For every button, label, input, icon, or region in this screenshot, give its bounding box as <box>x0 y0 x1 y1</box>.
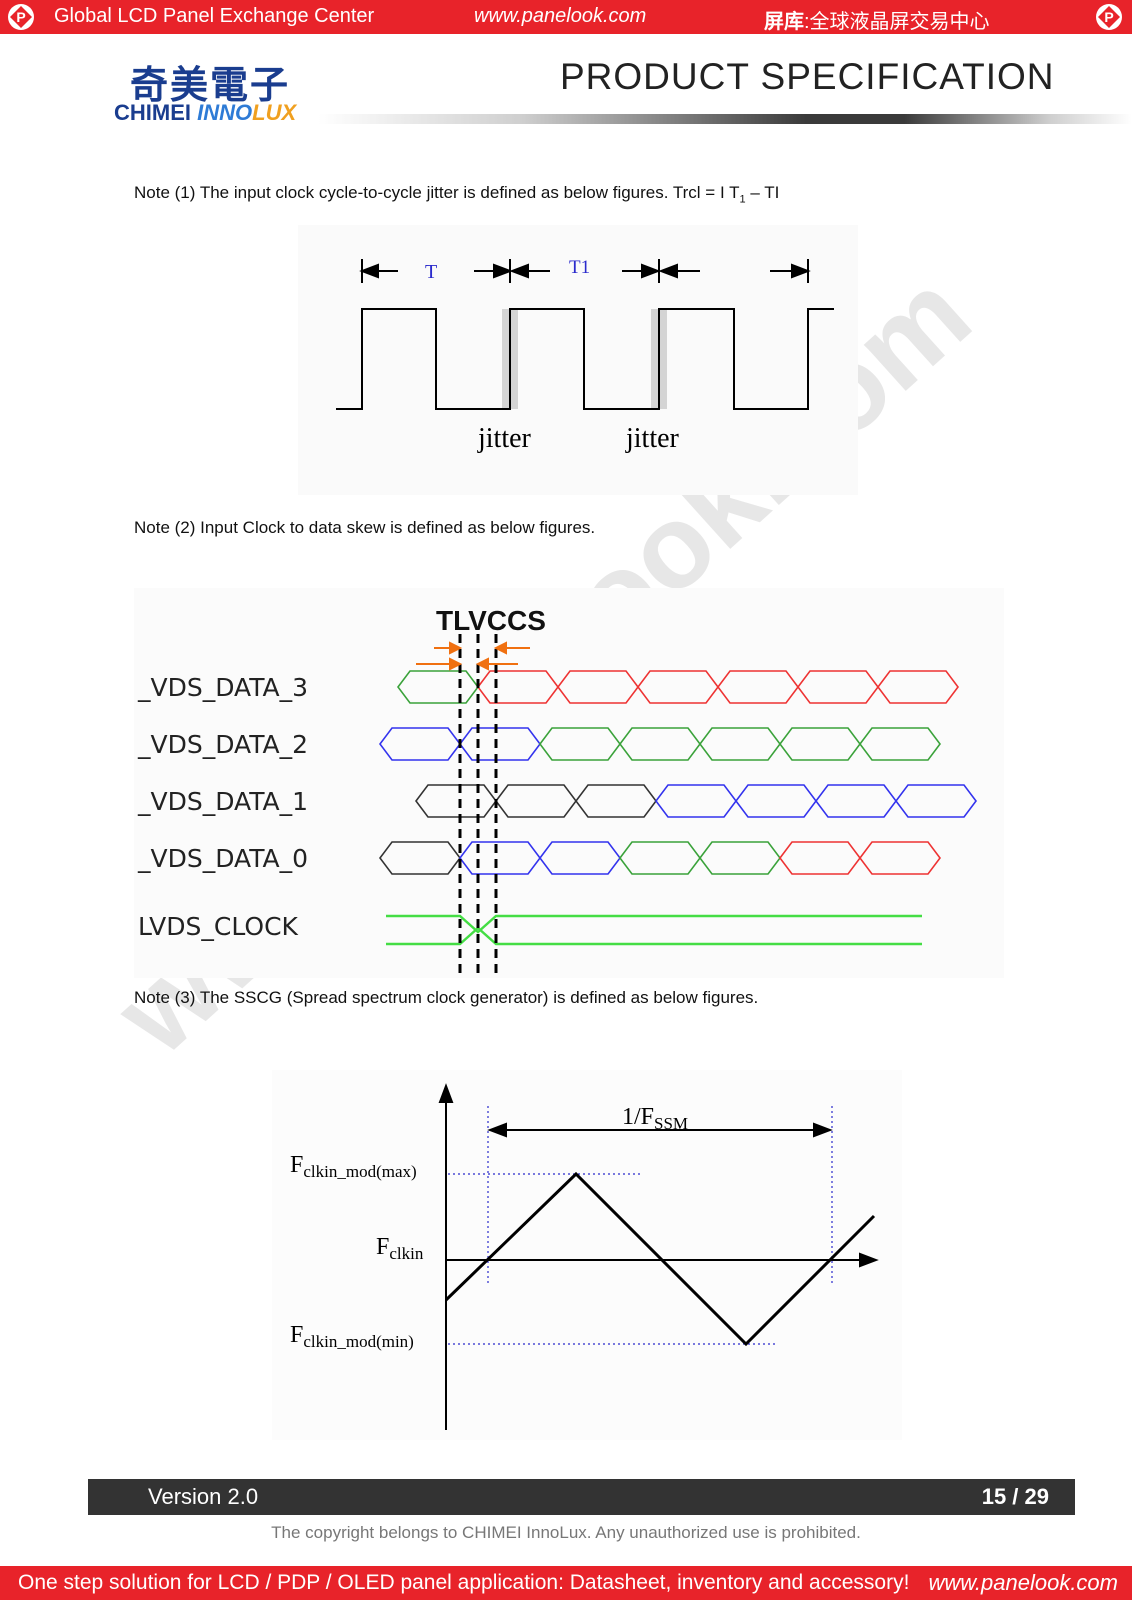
jitter-figure: T T1 jitter jitter <box>298 225 858 495</box>
svg-text:P: P <box>1104 9 1113 25</box>
fmin-label: Fclkin_mod(min) <box>290 1322 414 1351</box>
document-title: PRODUCT SPECIFICATION <box>560 56 1055 97</box>
brand-part-lux: LUX <box>252 100 297 125</box>
fmin-sub: clkin_mod(min) <box>303 1332 413 1351</box>
skew-markers <box>458 634 498 978</box>
brand-logo-english: CHIMEI INNOLUX <box>114 100 296 126</box>
banner-right-bold: 屏库 <box>764 11 804 33</box>
fclk-sub: clkin <box>389 1244 423 1263</box>
clock-line-high <box>386 914 922 934</box>
signal-label-1: _VDS_DATA_2 <box>137 730 308 759</box>
sscg-axes <box>438 1083 879 1430</box>
data-eye-2-6 <box>895 784 977 818</box>
fmax-sub: clkin_mod(max) <box>303 1162 416 1181</box>
period-t1-label: T1 <box>569 257 590 278</box>
bottom-banner: One step solution for LCD / PDP / OLED p… <box>0 1566 1132 1600</box>
data-eye-3-6 <box>859 841 941 875</box>
period-t-label: T <box>425 261 437 283</box>
sscg-period-main: 1/F <box>622 1104 654 1130</box>
banner-left-text: Global LCD Panel Exchange Center <box>54 5 375 27</box>
skew-arrows <box>416 641 530 671</box>
banner-right-text: 屏库:全球液晶屏交易中心 <box>764 5 990 34</box>
data-eye-1-6 <box>859 727 941 761</box>
sscg-guides <box>448 1106 833 1345</box>
note-1-subscript: 1 <box>739 193 746 206</box>
period-t1-dimension <box>509 259 811 283</box>
sscg-period-label: 1/FSSM <box>622 1104 688 1133</box>
bottom-banner-text: One step solution for LCD / PDP / OLED p… <box>18 1571 910 1594</box>
svg-text:P: P <box>16 9 25 25</box>
note-2: Note (2) Input Clock to data skew is def… <box>134 518 596 537</box>
version-label: Version 2.0 <box>148 1484 259 1509</box>
panelook-logo-icon: P <box>8 4 34 30</box>
period-t-dimension <box>359 259 513 283</box>
copyright-notice: The copyright belongs to CHIMEI InnoLux.… <box>271 1523 861 1542</box>
fclk-label: Fclkin <box>376 1234 424 1263</box>
brand-part-chimei: CHIMEI <box>114 100 198 125</box>
skew-figure-bg <box>134 588 1004 978</box>
sscg-figure-bg <box>272 1070 902 1440</box>
note-3: Note (3) The SSCG (Spread spectrum clock… <box>134 988 759 1007</box>
signal-label-2: _VDS_DATA_1 <box>137 787 308 816</box>
clock-waveform <box>336 308 834 410</box>
banner-site-link[interactable]: www.panelook.com <box>474 5 647 27</box>
jitter-label-2: jitter <box>625 423 680 454</box>
banner-right-rest: :全球液晶屏交易中心 <box>804 11 990 33</box>
sscg-figure: 1/FSSM Fclkin_mod(max) Fclkin Fclkin_mod… <box>272 1070 902 1440</box>
data-eye-0-6 <box>877 670 959 704</box>
top-banner: P Global LCD Panel Exchange Center www.p… <box>0 0 1132 34</box>
panelook-logo-icon-right: P <box>1096 4 1122 30</box>
signal-label-3: _VDS_DATA_0 <box>137 844 308 873</box>
brand-part-inno: INNO <box>197 100 253 125</box>
signal-label-4: LVDS_CLOCK <box>138 912 299 941</box>
sscg-period-dimension <box>487 1122 833 1138</box>
footer-bar: Version 2.0 15 / 29 <box>88 1479 1075 1515</box>
jitter-label-1: jitter <box>477 423 532 454</box>
sscg-triangle-wave <box>444 1171 876 1347</box>
clock-data-skew-figure: TLVCCS _VDS_DATA_3 _VDS_DATA_2 _VDS_DATA_1… <box>134 588 1004 978</box>
brand-logo-chinese: 奇美電子 <box>130 63 291 107</box>
tlvccs-title: TLVCCS <box>436 605 546 636</box>
fclk-main: F <box>376 1234 389 1260</box>
note-1-text: Note (1) The input clock cycle-to-cycle … <box>134 183 740 202</box>
fmax-label: Fclkin_mod(max) <box>290 1152 417 1181</box>
bottom-banner-link[interactable]: www.panelook.com <box>928 1570 1118 1595</box>
page-number: 15 / 29 <box>981 1484 1049 1509</box>
note-1: Note (1) The input clock cycle-to-cycle … <box>134 183 779 205</box>
fmax-main: F <box>290 1152 303 1178</box>
signal-label-0: _VDS_DATA_3 <box>137 673 308 702</box>
fmin-main: F <box>290 1322 303 1348</box>
header-rule <box>318 114 1132 124</box>
note-1-tail: – TI <box>745 183 780 202</box>
sscg-period-sub: SSM <box>654 1114 688 1133</box>
